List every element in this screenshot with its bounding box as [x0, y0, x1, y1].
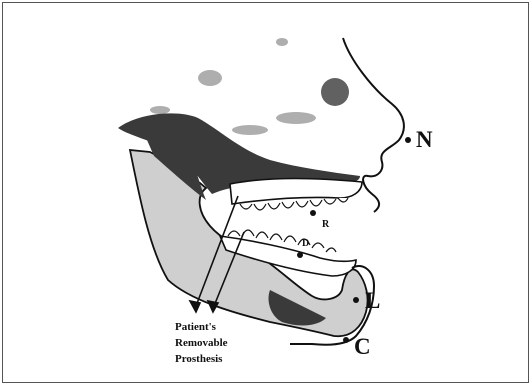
- caption-line-1: Patient's: [175, 321, 217, 333]
- point-n-dot: [405, 137, 411, 143]
- label-l: L: [365, 288, 380, 313]
- caption-line-3: Prosthesis: [175, 353, 223, 365]
- label-r: R: [322, 219, 330, 230]
- point-l-dot: [353, 297, 359, 303]
- point-d-dot: [297, 252, 303, 258]
- label-c: C: [354, 334, 371, 359]
- caption-line-2: Removable: [175, 337, 228, 349]
- label-d: D: [302, 238, 309, 249]
- point-c-dot: [343, 337, 349, 343]
- point-r-dot: [310, 210, 316, 216]
- label-n: N: [416, 127, 433, 152]
